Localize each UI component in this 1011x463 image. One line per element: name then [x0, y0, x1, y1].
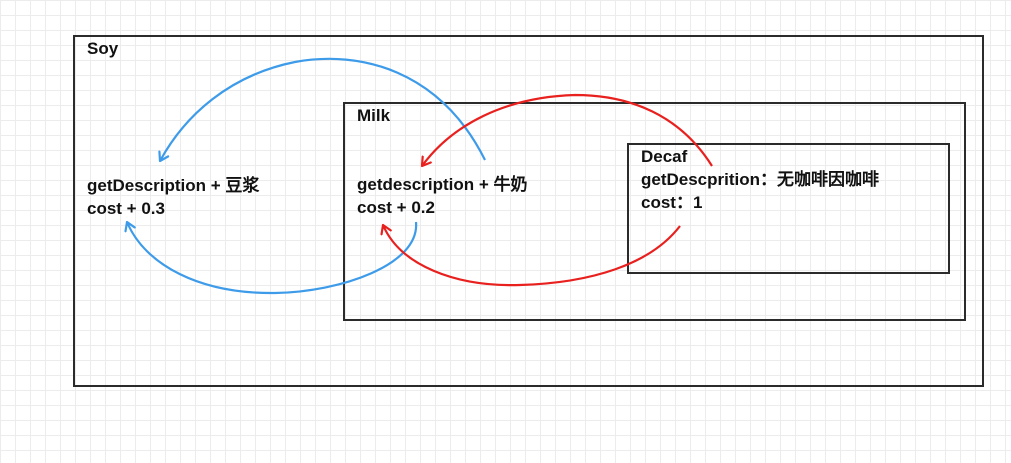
soy-title: Soy: [87, 39, 119, 58]
milk-cost-text: cost + 0.2: [357, 198, 435, 217]
decaf-description-text: getDescprition：无咖啡因咖啡: [641, 170, 880, 189]
soy-cost-text: cost + 0.3: [87, 199, 165, 218]
soy-description-text: getDescription + 豆浆: [87, 176, 260, 195]
decaf-title: Decaf: [641, 147, 688, 166]
soy-box: [73, 35, 984, 387]
decaf-cost-text: cost：1: [641, 193, 703, 212]
decaf-box: [627, 143, 950, 274]
milk-title: Milk: [357, 106, 391, 125]
milk-description-text: getdescription + 牛奶: [357, 175, 528, 194]
